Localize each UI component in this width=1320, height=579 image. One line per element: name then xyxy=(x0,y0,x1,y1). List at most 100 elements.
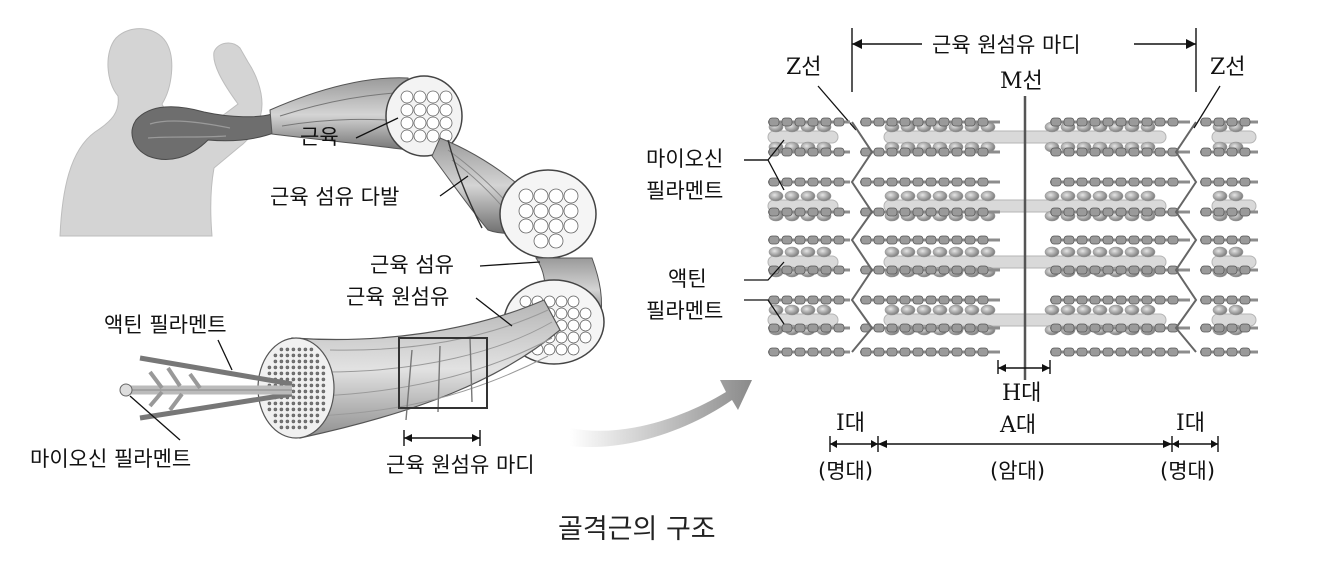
actin-bead xyxy=(794,347,806,357)
actin-bead xyxy=(938,177,950,187)
myosin-rod xyxy=(1211,130,1257,144)
actin-bead xyxy=(1167,207,1179,217)
filament-dot xyxy=(291,419,296,424)
myofibril-circle xyxy=(555,307,568,320)
fiber-circle xyxy=(548,218,564,234)
filament-dot xyxy=(303,407,308,412)
filament-dot xyxy=(297,383,302,388)
actin-bead xyxy=(899,177,911,187)
actin-bead xyxy=(1063,147,1075,157)
actin-bead xyxy=(925,117,937,127)
actin-filaments xyxy=(768,117,1258,357)
actin-bead xyxy=(1128,147,1140,157)
filament-dot xyxy=(279,353,284,358)
actin-bead xyxy=(1226,177,1238,187)
actin-bead xyxy=(820,117,832,127)
myofibril-circle xyxy=(567,307,580,320)
filament-dot xyxy=(267,371,272,376)
fascicle-circle xyxy=(400,129,414,143)
filament-dot xyxy=(285,401,290,406)
actin-bead xyxy=(1226,147,1238,157)
filament-dot xyxy=(315,389,320,394)
fascicle-circle xyxy=(426,103,440,117)
filament-dot xyxy=(315,383,320,388)
myofibril-circle xyxy=(567,331,580,344)
actin-bead xyxy=(925,207,937,217)
myosin-head xyxy=(1060,304,1076,316)
myosin-head xyxy=(964,304,980,316)
actin-bead xyxy=(964,147,976,157)
filament-dot xyxy=(273,371,278,376)
actin-bead xyxy=(977,323,989,333)
myosin-head xyxy=(1228,246,1244,258)
filament-dot xyxy=(309,377,314,382)
label-actin-line1: 액틴 xyxy=(668,267,707,291)
actin-bead xyxy=(1115,265,1127,275)
actin-bead xyxy=(781,235,793,245)
actin-bead xyxy=(1102,147,1114,157)
myosin-head xyxy=(932,190,948,202)
myosin-head xyxy=(884,304,900,316)
myofibril-circle xyxy=(543,343,556,356)
actin-bead xyxy=(833,147,845,157)
actin-bead xyxy=(964,323,976,333)
actin-bead xyxy=(1050,347,1062,357)
filament-dot xyxy=(315,413,320,418)
myosin-head xyxy=(1124,246,1140,258)
actin-bead xyxy=(794,265,806,275)
filament-dot xyxy=(297,347,302,352)
zoom-arrow xyxy=(570,380,752,448)
filament-dot xyxy=(273,365,278,370)
filament-dot xyxy=(267,407,272,412)
myosin-head xyxy=(784,304,800,316)
myosin-head xyxy=(964,246,980,258)
filament-dot xyxy=(297,365,302,370)
filament-dot xyxy=(303,395,308,400)
actin-bead xyxy=(1200,207,1212,217)
myosin-head xyxy=(932,304,948,316)
filament-dot xyxy=(297,353,302,358)
actin-bead xyxy=(807,117,819,127)
fascicle-circle xyxy=(413,103,427,117)
filament-dot xyxy=(303,419,308,424)
actin-bead xyxy=(1141,265,1153,275)
myosin-head xyxy=(1108,246,1124,258)
filament-dot xyxy=(303,401,308,406)
actin-bead xyxy=(1102,235,1114,245)
actin-bead xyxy=(977,295,989,305)
myosin-head xyxy=(1212,246,1228,258)
actin-bead xyxy=(925,177,937,187)
actin-bead xyxy=(977,147,989,157)
actin-bead xyxy=(1239,347,1251,357)
actin-bead xyxy=(873,177,885,187)
actin-bead xyxy=(860,347,872,357)
myosin-head xyxy=(980,190,996,202)
actin-bead xyxy=(951,323,963,333)
myosin-head xyxy=(768,246,784,258)
actin-bead xyxy=(1050,323,1062,333)
actin-bead xyxy=(1076,177,1088,187)
actin-bead xyxy=(938,295,950,305)
actin-bead xyxy=(1154,235,1166,245)
actin-bead xyxy=(768,117,780,127)
actin-bead xyxy=(820,235,832,245)
label-i-band-right-sub: (명대) xyxy=(1160,459,1215,483)
fascicle-circle xyxy=(426,129,440,143)
actin-bead xyxy=(1226,117,1238,127)
actin-bead xyxy=(912,295,924,305)
actin-bead xyxy=(1154,117,1166,127)
actin-bead xyxy=(873,207,885,217)
actin-bead xyxy=(1167,117,1179,127)
actin-bead xyxy=(1154,177,1166,187)
actin-bead xyxy=(1213,323,1225,333)
actin-bead xyxy=(1167,235,1179,245)
actin-bead xyxy=(1167,323,1179,333)
myosin-head xyxy=(816,304,832,316)
myofibril-circle xyxy=(555,331,568,344)
actin-bead xyxy=(1115,235,1127,245)
filament-dot xyxy=(321,365,326,370)
myosin-head xyxy=(1228,190,1244,202)
actin-bead xyxy=(899,295,911,305)
actin-bead xyxy=(1128,117,1140,127)
filament-dot xyxy=(279,419,284,424)
